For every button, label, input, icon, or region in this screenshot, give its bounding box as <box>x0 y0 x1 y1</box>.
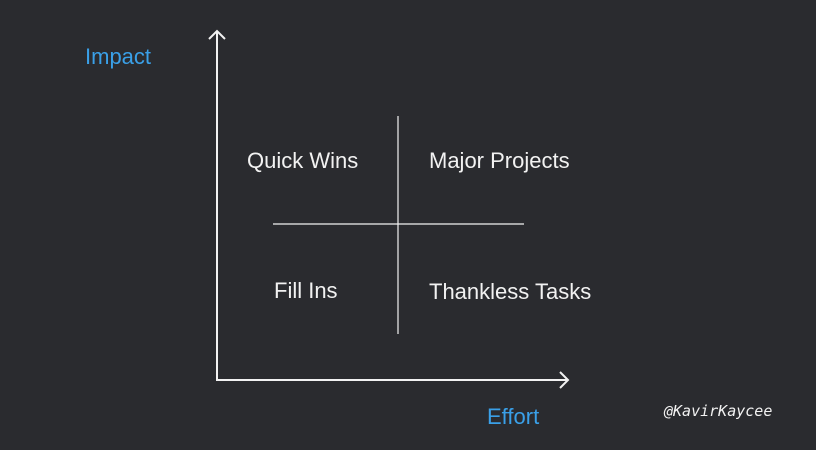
quadrant-quick-wins: Quick Wins <box>247 148 359 173</box>
quadrant-thankless-tasks: Thankless Tasks <box>429 279 592 304</box>
author-credit: @KavirKaycee <box>664 402 773 420</box>
x-axis-label: Effort <box>487 404 540 429</box>
x-axis-arrowhead <box>559 371 570 389</box>
quadrant-major-projects: Major Projects <box>429 148 570 173</box>
y-axis-arrowhead <box>208 29 226 40</box>
quadrant-fill-ins: Fill Ins <box>274 278 338 303</box>
y-axis-label: Impact <box>85 44 152 69</box>
